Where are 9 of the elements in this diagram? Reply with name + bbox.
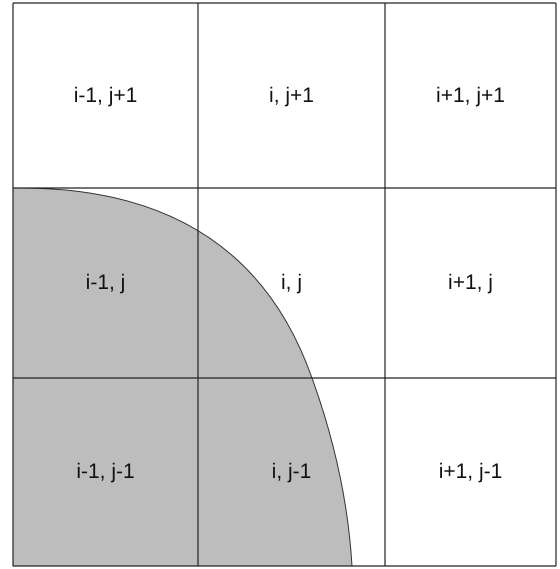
cell-label: i-1, j [86,271,126,295]
cell-label: i+1, j+1 [436,84,505,108]
cell-label: i-1, j-1 [76,460,135,484]
cell-label: i-1, j+1 [74,84,138,108]
cell-label: i, j-1 [272,460,312,484]
cell-label: i, j [281,271,302,295]
cell-label: i, j+1 [269,84,314,108]
cell-label: i+1, j [448,271,493,295]
cell-label: i+1, j-1 [438,460,502,484]
